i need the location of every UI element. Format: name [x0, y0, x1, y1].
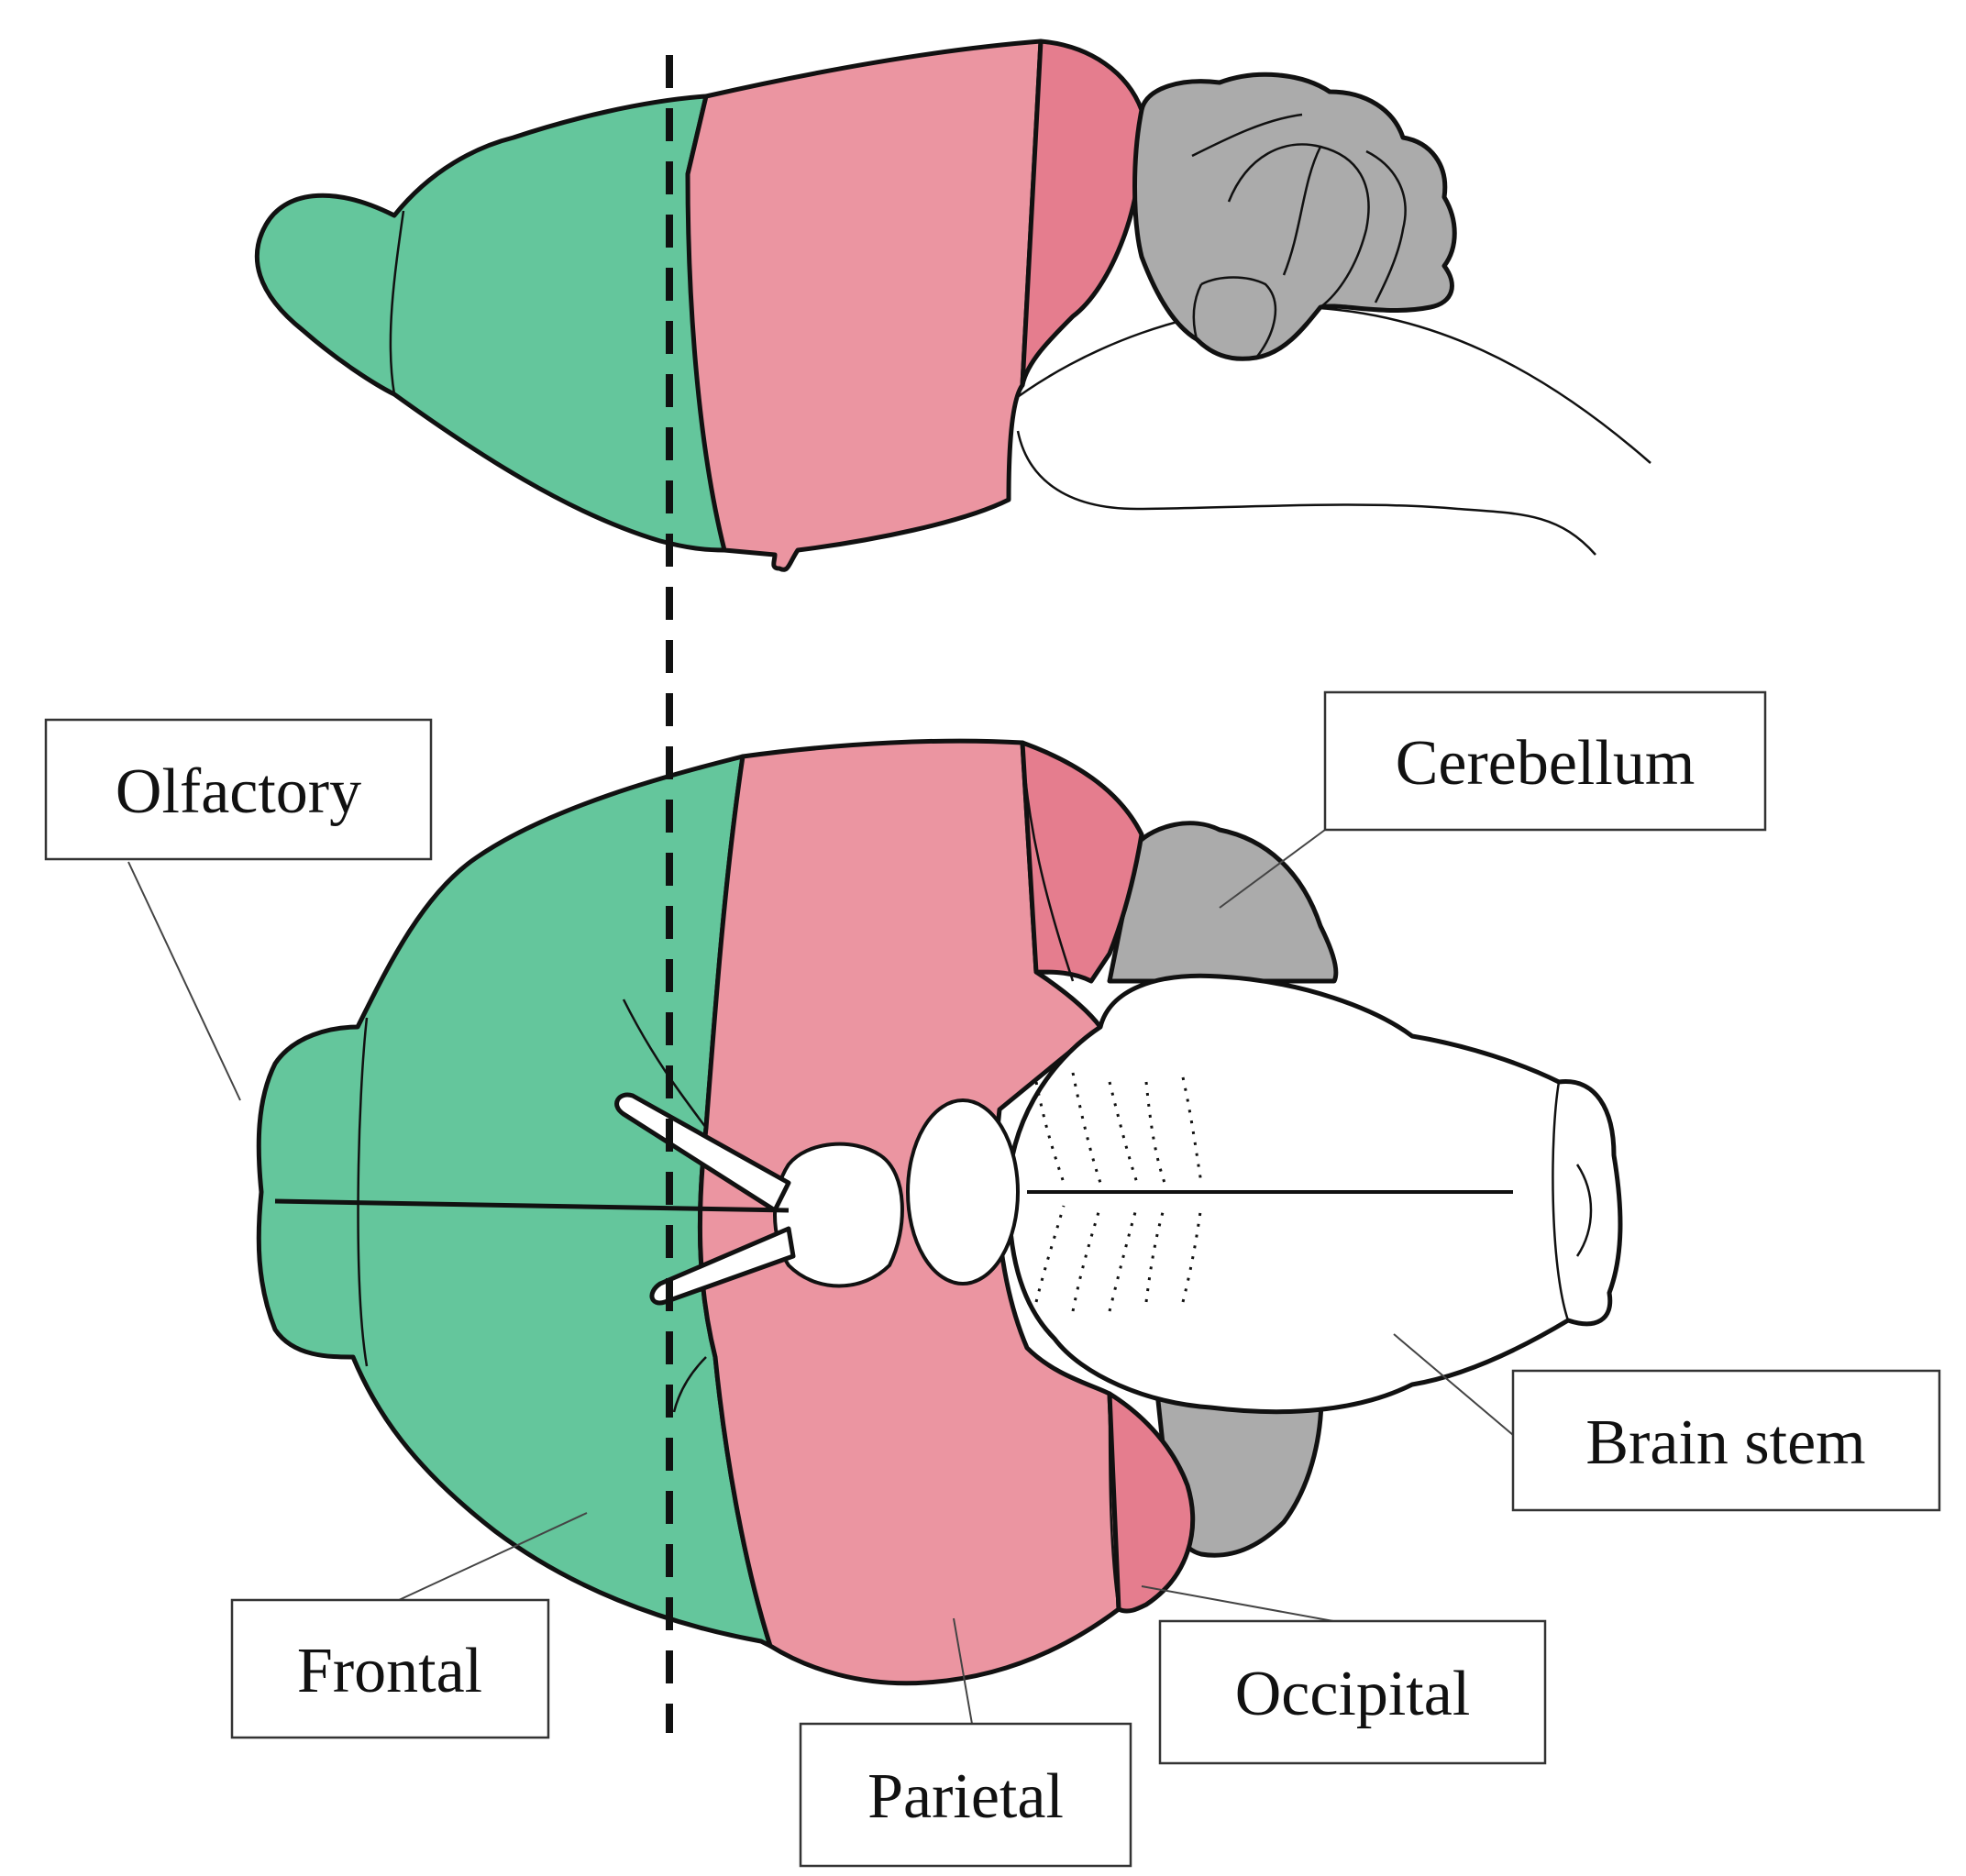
brain-stem-texture	[1034, 1072, 1203, 1312]
pons-shape	[906, 1098, 1020, 1286]
label-brain-stem-text: Brain stem	[1585, 1407, 1865, 1478]
midline-fissure	[274, 1198, 790, 1213]
label-frontal: Frontal	[230, 1598, 550, 1739]
ventral-view	[256, 738, 1623, 1686]
label-parietal-text: Parietal	[867, 1761, 1064, 1832]
label-olfactory-text: Olfactory	[116, 756, 361, 827]
lateral-cerebellum	[1132, 72, 1457, 361]
label-cerebellum-text: Cerebellum	[1396, 728, 1695, 799]
label-occipital-text: Occipital	[1235, 1659, 1471, 1729]
label-occipital: Occipital	[1158, 1619, 1547, 1765]
lateral-frontal-region	[254, 94, 727, 553]
lateral-occipital-region	[1020, 39, 1145, 388]
lateral-brain-stem	[1008, 305, 1651, 556]
lateral-view	[254, 39, 1651, 572]
label-cerebellum: Cerebellum	[1323, 690, 1767, 832]
leader-lines	[127, 829, 1514, 1725]
label-parietal: Parietal	[799, 1722, 1132, 1868]
ventral-occipital-region-lower	[1107, 1391, 1196, 1614]
label-frontal-text: Frontal	[297, 1636, 482, 1706]
label-brain-stem: Brain stem	[1511, 1369, 1941, 1512]
optic-chiasm	[773, 1142, 904, 1288]
label-olfactory: Olfactory	[44, 718, 433, 861]
lateral-parietal-region	[685, 39, 1044, 572]
